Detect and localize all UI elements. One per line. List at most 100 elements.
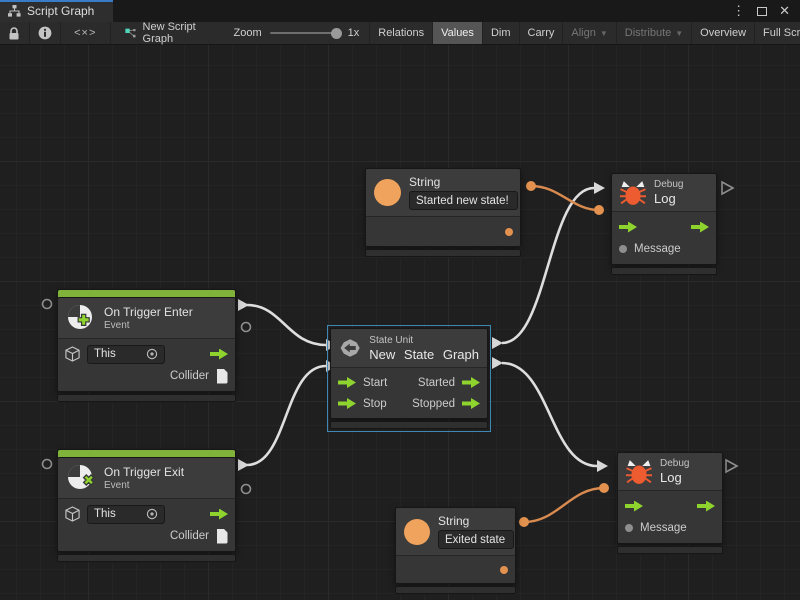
graph-title: New Script Graph (142, 21, 196, 45)
graph-title-button[interactable]: New Script Graph (111, 21, 216, 45)
node-kind: Debug (660, 458, 690, 469)
target-dropdown[interactable]: This (87, 344, 165, 364)
flow-input-port[interactable] (619, 221, 637, 233)
collider-output-icon[interactable] (216, 368, 228, 384)
node-footer (395, 586, 516, 594)
node-subtitle: Event (104, 320, 130, 331)
inspect-button[interactable] (30, 22, 61, 44)
node-on-trigger-enter[interactable]: On Trigger Enter Event This (57, 289, 236, 402)
port-label: Stop (363, 397, 387, 410)
state-unit-icon (340, 339, 360, 357)
dim-toggle[interactable]: Dim (481, 22, 519, 44)
stop-input-port[interactable] (338, 398, 356, 409)
flow-output-port[interactable] (697, 500, 715, 512)
kebab-menu-icon[interactable]: ⋮ (732, 3, 746, 18)
target-value: This (94, 348, 116, 360)
node-title: Log (654, 191, 676, 206)
carry-toggle[interactable]: Carry (518, 22, 563, 44)
code-view-button[interactable]: <×> (61, 22, 111, 44)
port-circle[interactable] (240, 321, 252, 333)
info-icon (38, 26, 51, 40)
port-circle[interactable] (41, 458, 53, 470)
active-tab-accent (0, 0, 113, 2)
flow-output-port[interactable] (210, 508, 228, 520)
port-circle[interactable] (240, 483, 252, 495)
stopped-output-port[interactable] (462, 398, 480, 409)
zoom-slider-handle[interactable] (330, 27, 342, 39)
collider-output-icon[interactable] (216, 528, 228, 544)
port-label: Started (417, 376, 455, 389)
window-controls: ⋮ ✕ (732, 0, 800, 22)
string-value-input[interactable]: Exited state (438, 530, 514, 549)
relations-toggle[interactable]: Relations (369, 22, 432, 44)
lock-button[interactable] (0, 22, 30, 44)
wire-string-to-message-top[interactable] (530, 184, 600, 212)
zoom-label: Zoom (233, 27, 262, 39)
node-string-bottom[interactable]: String Exited state (395, 507, 516, 594)
event-accent-bar (58, 450, 235, 457)
port-label: Collider (170, 370, 209, 382)
chevron-down-icon: ▼ (599, 28, 608, 38)
message-input-port[interactable] (619, 245, 627, 253)
port-label: Message (640, 522, 687, 534)
wire-string-to-message-bottom[interactable] (523, 486, 605, 524)
graph-canvas[interactable]: String Started new state! (0, 45, 800, 600)
wire-exit-to-stop[interactable] (246, 364, 327, 467)
zoom-slider[interactable] (269, 27, 342, 39)
zoom-control: Zoom 1x (216, 22, 370, 44)
target-dropdown[interactable]: This (87, 504, 165, 524)
align-label: Align (571, 27, 596, 39)
graph-toolbar: <×> New Script Graph Zoom 1x Relations V… (0, 21, 800, 45)
node-string-top[interactable]: String Started new state! (365, 168, 521, 257)
debug-bug-icon (620, 180, 646, 205)
message-input-port[interactable] (625, 524, 633, 532)
string-output-port[interactable] (505, 227, 513, 236)
target-picker-icon[interactable] (146, 508, 158, 520)
node-title: On Trigger Enter (104, 305, 193, 319)
wire-stopped-to-log[interactable] (501, 361, 598, 468)
gameobject-cube-icon (65, 506, 80, 522)
node-footer (365, 249, 521, 257)
string-output-port[interactable] (500, 565, 508, 574)
overview-button[interactable]: Overview (691, 22, 754, 44)
port-triangle[interactable] (725, 458, 739, 474)
event-accent-bar (58, 290, 235, 297)
node-debug-log-bottom[interactable]: Debug Log Message (617, 452, 723, 554)
wire-enter-to-start[interactable] (246, 303, 327, 347)
zoom-value: 1x (347, 27, 360, 39)
port-triangle[interactable] (721, 180, 735, 196)
node-footer (57, 394, 236, 402)
script-graph-icon (125, 28, 136, 38)
values-toggle[interactable]: Values (432, 22, 482, 44)
node-title: New State Graph (369, 346, 479, 362)
port-label: Collider (170, 530, 209, 542)
port-label: Start (363, 376, 388, 389)
start-input-port[interactable] (338, 377, 356, 388)
flow-input-port[interactable] (625, 500, 643, 512)
debug-bug-icon (626, 459, 652, 484)
string-literal-icon (374, 179, 401, 206)
fullscreen-button[interactable]: Full Screen (754, 22, 800, 44)
port-circle[interactable] (41, 298, 53, 310)
target-picker-icon[interactable] (146, 348, 158, 360)
node-debug-log-top[interactable]: Debug Log Message (611, 173, 717, 275)
graph-hierarchy-icon (8, 5, 21, 17)
node-on-trigger-exit[interactable]: On Trigger Exit Event This (57, 449, 236, 562)
flow-output-port[interactable] (210, 348, 228, 360)
string-literal-icon (404, 518, 430, 545)
flow-output-port[interactable] (691, 221, 709, 233)
close-icon[interactable]: ✕ (779, 3, 790, 18)
maximize-icon[interactable] (757, 6, 768, 16)
node-title: Log (660, 470, 682, 485)
started-output-port[interactable] (462, 377, 480, 388)
distribute-dropdown[interactable]: Distribute ▼ (615, 22, 691, 44)
node-kind: Debug (654, 179, 684, 190)
tab-script-graph[interactable]: Script Graph (0, 0, 113, 22)
node-title: String (409, 175, 441, 189)
node-state-unit[interactable]: State Unit New State Graph Start Started (327, 325, 491, 432)
port-label: Message (634, 243, 681, 255)
align-dropdown[interactable]: Align ▼ (562, 22, 615, 44)
target-value: This (94, 508, 116, 520)
tab-bar: Script Graph ⋮ ✕ (0, 0, 800, 22)
string-value-input[interactable]: Started new state! (409, 191, 518, 210)
